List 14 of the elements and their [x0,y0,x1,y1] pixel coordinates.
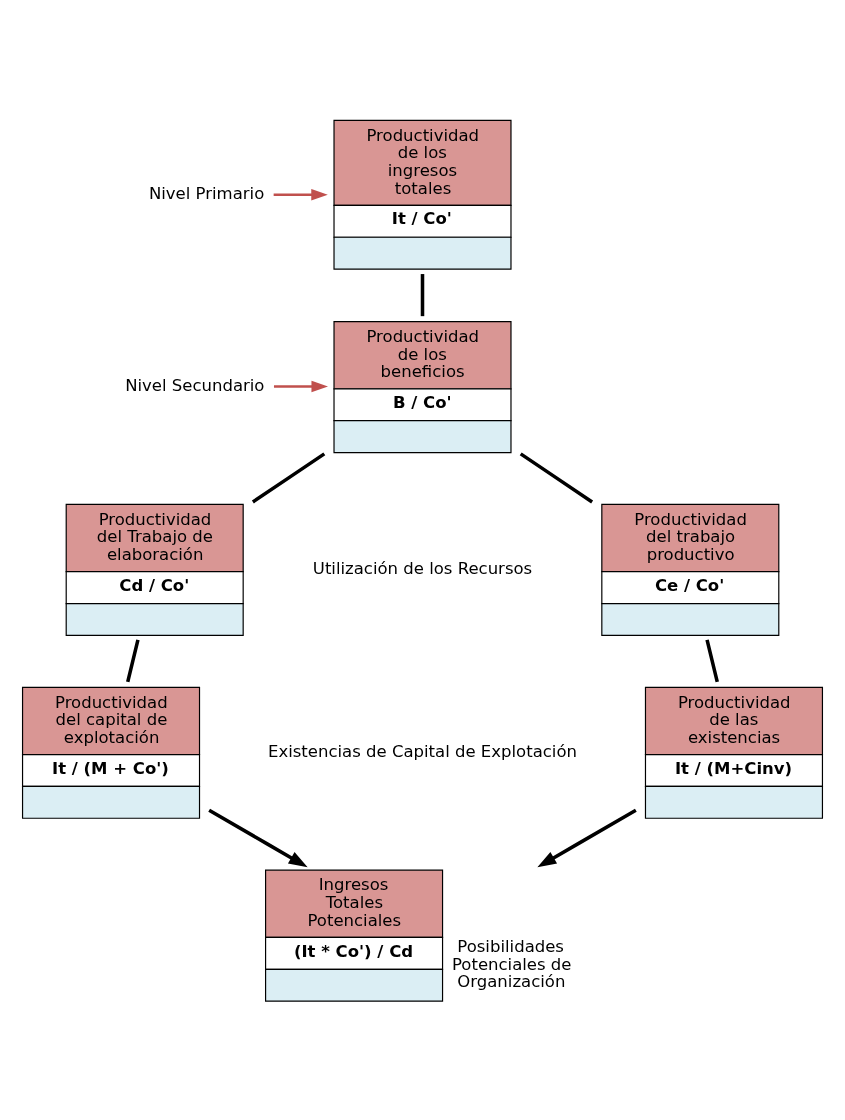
label: Utilización de los Recursos [312,558,533,578]
connector [519,451,594,503]
node-text: Nivel Secundario [125,375,265,395]
connector [251,451,326,503]
label: Existencias de Capital de Explotación [267,741,578,761]
arrow [273,380,328,392]
connector [705,638,719,682]
arrow [537,808,637,867]
node-label: Posibilidades Potenciales de Organización [451,936,572,991]
connector [126,638,140,682]
arrow [273,188,328,201]
arrow [208,808,308,867]
node-text: Nivel Primario [148,183,265,203]
connector [420,273,425,316]
